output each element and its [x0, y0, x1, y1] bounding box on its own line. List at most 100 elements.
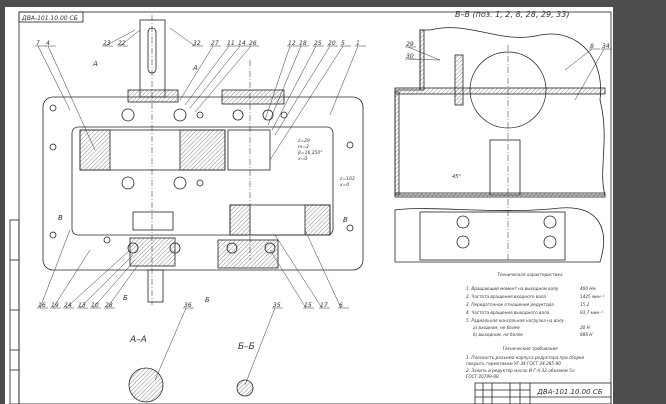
svg-text:15,2: 15,2 — [580, 302, 590, 307]
svg-text:93,7 мин⁻¹: 93,7 мин⁻¹ — [580, 310, 603, 315]
part-label: 34 — [602, 43, 610, 50]
part-label: 29 — [406, 41, 414, 48]
part-label: 20 — [328, 40, 336, 47]
svg-text:β=16,250°: β=16,250° — [298, 150, 323, 156]
tech-characteristics: Техническая характеристика 1. Вращающий … — [466, 272, 605, 337]
left-margin-stamp — [9, 219, 20, 404]
svg-text:5. Радиальная консольная нагру: 5. Радиальная консольная нагрузка на вал… — [466, 318, 565, 323]
part-label: 23 — [103, 40, 111, 47]
part-label: 8 — [590, 43, 594, 50]
part-label: 17 — [320, 302, 328, 309]
section-aa-title: А–А — [129, 335, 147, 345]
housing-outline — [42, 96, 364, 271]
top-stamp-box — [18, 11, 84, 23]
svg-text:покрыть герметиком УГ-34 ГОСТ: покрыть герметиком УГ-34 ГОСТ 24.285-80 — [466, 361, 561, 366]
section-bb-title: В–В (поз. 1, 2, 8, 28, 29, 33) — [455, 10, 569, 19]
part-label: 26 — [249, 40, 257, 47]
svg-text:А: А — [192, 64, 198, 72]
svg-text:б) выходном, не более: б) выходном, не более — [473, 332, 523, 337]
section-bb-shaft — [236, 379, 254, 397]
section-view-bb — [394, 27, 606, 263]
leader-line — [169, 27, 196, 47]
part-label: 24 — [64, 302, 72, 309]
leader-line — [184, 45, 230, 106]
leader-line — [574, 48, 605, 101]
svg-text:1. Вращающий момент на выходно: 1. Вращающий момент на выходном валу — [466, 286, 559, 291]
leader-line — [65, 249, 131, 309]
svg-text:В: В — [343, 216, 348, 224]
leader-line — [564, 48, 593, 71]
part-label: 7 — [36, 40, 40, 47]
svg-text:x=0: x=0 — [339, 182, 349, 188]
svg-text:ГОСТ 20799-88: ГОСТ 20799-88 — [466, 374, 499, 379]
part-label: 19 — [51, 302, 59, 309]
svg-text:1. Плоскость разъема корпуса р: 1. Плоскость разъема корпуса редуктора п… — [466, 355, 585, 360]
leader-line — [271, 45, 317, 131]
bolt-marks — [49, 104, 354, 244]
part-label: 12 — [288, 40, 296, 47]
leader-line — [329, 45, 359, 116]
leader-line — [52, 249, 91, 309]
part-label: 14 — [238, 40, 246, 47]
svg-text:а) входном, не более: а) входном, не более — [473, 325, 520, 330]
svg-text:В: В — [58, 214, 63, 222]
part-label: 6 — [339, 302, 343, 309]
svg-text:886 Н: 886 Н — [580, 332, 593, 337]
leader-line — [274, 45, 331, 136]
svg-text:Техническая характеристика: Техническая характеристика — [497, 272, 563, 277]
housing-inner — [71, 126, 334, 236]
svg-text:z=29: z=29 — [297, 138, 310, 144]
leader-line — [104, 29, 136, 47]
drawing-frame — [18, 11, 612, 404]
leader-line — [194, 45, 252, 113]
section-b6-title: Б–Б — [238, 342, 255, 352]
leader-line — [106, 264, 139, 309]
leader-line — [39, 229, 71, 309]
bearings — [121, 108, 276, 254]
leader-line — [269, 249, 307, 309]
part-label: 13 — [78, 302, 86, 309]
part-label: 18 — [299, 40, 307, 47]
part-label: 27 — [211, 40, 219, 47]
leader-line — [37, 45, 71, 111]
tech-requirements: Технические требования 1. Плоскость разъ… — [466, 346, 585, 379]
document-number: ДВА-101.10.00 СБ — [536, 388, 602, 396]
leader-line — [264, 45, 291, 121]
part-label: 36 — [184, 302, 192, 309]
wheel-params: z=103 x=0 — [339, 176, 355, 188]
svg-text:Технические требования: Технические требования — [502, 346, 558, 351]
part-label: 22 — [118, 40, 126, 47]
part-label: 15 — [304, 302, 312, 309]
leader-line — [304, 229, 342, 309]
svg-text:x=0: x=0 — [297, 156, 307, 162]
svg-text:z=103: z=103 — [339, 176, 355, 182]
part-label: 35 — [273, 302, 281, 309]
svg-text:400 Нм: 400 Нм — [580, 286, 596, 291]
svg-text:3. Передаточное отношение реду: 3. Передаточное отношение редуктора — [466, 302, 554, 307]
leader-line — [407, 46, 441, 61]
part-label: 30 — [406, 53, 414, 60]
svg-text:2. Частота вращения входного в: 2. Частота вращения входного вала — [466, 294, 546, 299]
top-stamp-text: ДВА-101.10.00 СБ — [21, 15, 78, 22]
part-label: 16 — [38, 302, 46, 309]
part-label: 32 — [193, 40, 201, 47]
leader-line — [92, 259, 136, 309]
leader-line — [269, 45, 344, 161]
part-label: 11 — [227, 40, 235, 47]
svg-text:А: А — [92, 60, 98, 68]
svg-text:1425 мин⁻¹: 1425 мин⁻¹ — [580, 294, 605, 299]
leader-line — [267, 45, 302, 126]
pinion-gear — [227, 129, 271, 171]
part-label: 25 — [314, 40, 322, 47]
part-label: 1 — [356, 40, 360, 47]
leader-line — [189, 45, 241, 109]
leader-line — [119, 29, 141, 47]
svg-text:20 Н: 20 Н — [580, 325, 591, 330]
leader-line — [179, 45, 214, 101]
cut-marks: А А В В Б Б — [58, 60, 348, 304]
svg-text:4. Частота вращения выходного: 4. Частота вращения выходного вала — [466, 310, 550, 315]
title-block — [474, 382, 612, 404]
pinion-params: z=29 m=2 β=16,250° x=0 — [297, 138, 323, 162]
